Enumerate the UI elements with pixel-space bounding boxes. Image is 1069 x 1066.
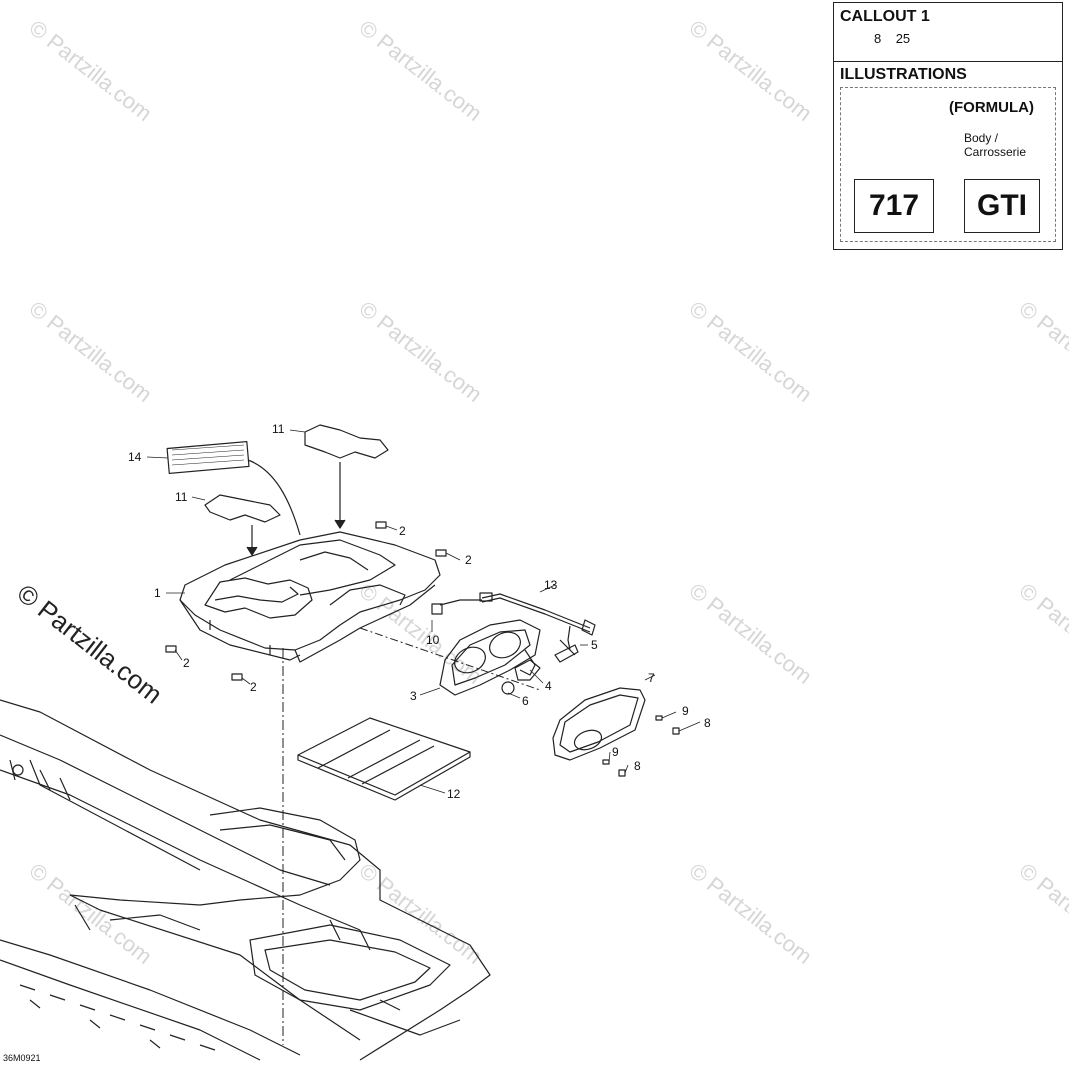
wiring-harness-13 — [481, 593, 591, 633]
drawing-reference: 36M0921 — [3, 1053, 41, 1063]
decal-11-upper — [304, 424, 389, 459]
callout-12: 12 — [447, 787, 461, 801]
decal-11-lower — [204, 494, 281, 523]
taillight-lens-7 — [552, 687, 646, 761]
mat-12 — [297, 717, 471, 801]
callout-2: 2 — [183, 656, 190, 670]
callout-values: 8 25 — [874, 31, 910, 46]
taillight-housing-3 — [439, 619, 541, 696]
callout-5: 5 — [591, 638, 598, 652]
illustrations-panel — [840, 87, 1056, 242]
chassis-tunnel — [0, 699, 491, 1061]
warning-label-14 — [166, 440, 250, 475]
callout-14: 14 — [128, 450, 142, 464]
callout-value: 8 — [874, 31, 882, 46]
callout-10: 10 — [426, 633, 440, 647]
legend-box: CALLOUT 1 8 25 ILLUSTRATIONS (FORMULA) B… — [833, 2, 1063, 250]
callout-6: 6 — [522, 694, 529, 708]
body-label-line: Body / — [964, 131, 999, 145]
callout-2: 2 — [399, 524, 406, 538]
callout-9: 9 — [682, 704, 689, 718]
callout-title: CALLOUT 1 — [840, 8, 930, 25]
body-label-line: Carrosserie — [964, 145, 1027, 159]
callout-3: 3 — [410, 689, 417, 703]
callout-8: 8 — [634, 759, 641, 773]
storage-lid — [179, 531, 441, 663]
callout-13: 13 — [544, 578, 558, 592]
callout-11: 11 — [175, 490, 188, 504]
callout-2: 2 — [465, 553, 472, 567]
callout-1: 1 — [154, 586, 161, 600]
legend-separator — [834, 61, 1062, 62]
model-code-gti: GTI — [964, 179, 1040, 233]
callout-value: 25 — [895, 31, 911, 46]
callout-11: 11 — [272, 422, 285, 436]
formula-label: (FORMULA) — [949, 99, 1034, 116]
callout-7: 7 — [648, 671, 655, 685]
callout-2: 2 — [250, 680, 257, 694]
body-label: Body / Carrosserie — [964, 131, 1026, 159]
callout-9: 9 — [612, 745, 619, 759]
callout-8: 8 — [704, 716, 711, 730]
callout-4: 4 — [545, 679, 552, 693]
illustrations-title: ILLUSTRATIONS — [840, 66, 967, 83]
model-code-717: 717 — [854, 179, 934, 233]
